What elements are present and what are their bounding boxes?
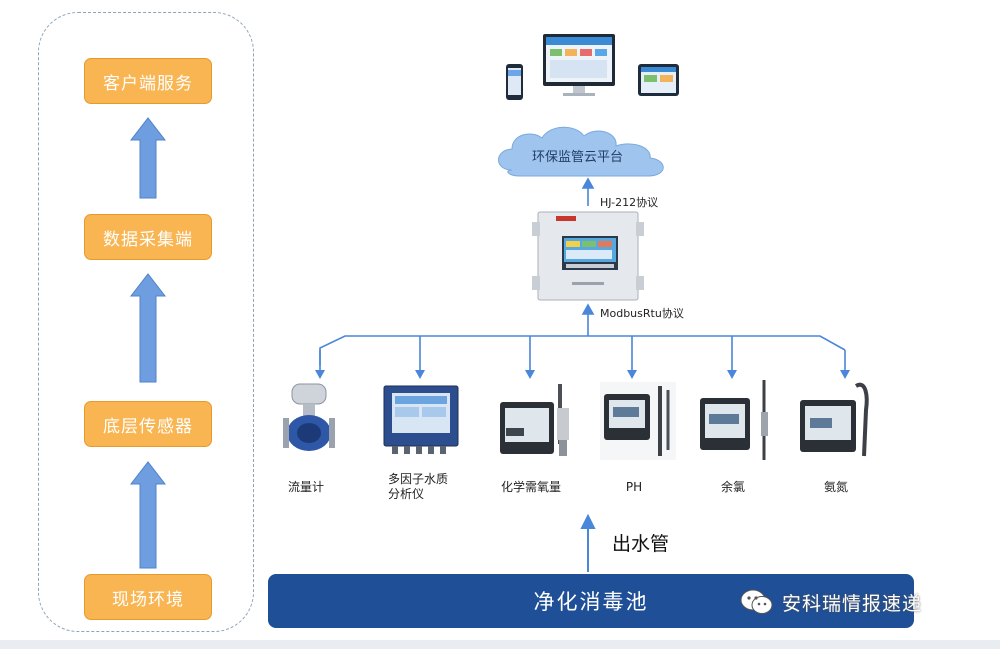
chlorine-meter-icon <box>700 380 768 460</box>
sensor-label-ph: PH <box>625 480 643 494</box>
layer-data-acquisition: 数据采集端 <box>84 214 212 260</box>
hj212-protocol-label: HJ-212协议 <box>600 196 659 209</box>
sensor-label-chlorine: 余氯 <box>720 480 746 494</box>
outlet-arrow-icon <box>580 513 596 572</box>
wechat-icon <box>740 589 773 614</box>
client-devices-icon <box>506 34 679 100</box>
arrow-up-icon <box>129 273 167 383</box>
outlet-pipe-label: 出水管 <box>612 533 670 555</box>
arrow-up-icon <box>129 461 167 569</box>
sensor-label-cod: 化学需氧量 <box>500 480 562 494</box>
cod-meter-icon <box>500 384 569 456</box>
watermark: 安科瑞情报速递 <box>740 588 922 616</box>
modbus-protocol-label: ModbusRtu协议 <box>600 307 684 320</box>
ph-meter-icon <box>600 382 676 460</box>
purification-pool: 净化消毒池 <box>268 574 914 628</box>
bottom-strip <box>0 640 1000 649</box>
sensor-label-ammonia: 氨氮 <box>823 480 849 494</box>
water-analyzer-icon <box>383 385 459 454</box>
cloud-icon <box>498 126 664 177</box>
cloud-platform-label: 环保监管云平台 <box>532 150 624 165</box>
layer-field-environment: 现场环境 <box>84 574 212 620</box>
ammonia-meter-icon <box>800 382 869 457</box>
layer-client-service: 客户端服务 <box>84 58 212 104</box>
layer-sensors: 底层传感器 <box>84 401 212 447</box>
flowmeter-icon <box>283 383 335 451</box>
sensor-label-water-analyzer: 多因子水质 分析仪 <box>388 472 449 501</box>
watermark-text: 安科瑞情报速递 <box>782 592 923 615</box>
data-acquisition-unit-icon <box>532 211 644 301</box>
arrow-up-icon <box>129 117 167 199</box>
sensor-label-flowmeter: 流量计 <box>287 480 325 494</box>
layer-stack-panel <box>38 12 254 632</box>
